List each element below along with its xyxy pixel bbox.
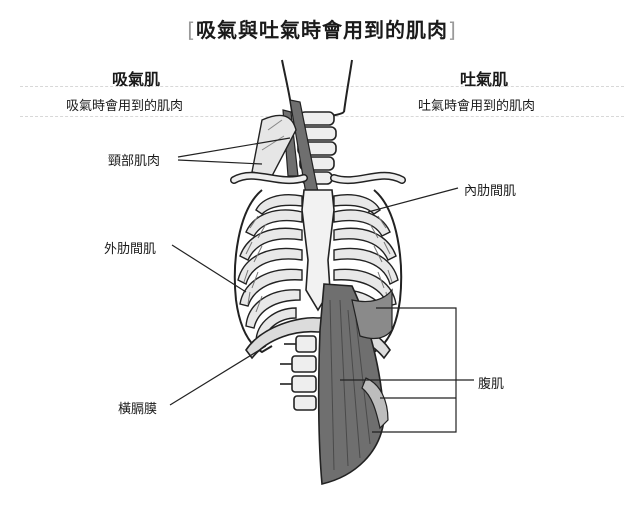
label-diaphragm: 橫膈膜 [118,402,158,417]
intercostal-muscles-left [243,215,267,313]
page-title: [吸氣與吐氣時會用到的肌肉] [0,14,644,43]
leader-lines [169,137,474,433]
exhale-heading: 吐氣肌 [460,70,509,89]
label-abdominals: 腹肌 [478,377,505,392]
ribs-left [237,194,303,343]
abdominal-side [361,377,389,430]
exhale-subheading: 吐氣時會用到的肌肉 [418,99,536,114]
abdominal-oblique [351,288,393,340]
label-neck-muscles: 頸部肌肉 [108,154,161,169]
title-bracket-close: ] [448,18,457,42]
lumbar-spine [280,335,317,411]
divider-top [20,86,624,87]
label-internal-intercostals: 內肋間肌 [464,184,517,199]
clavicle-left-fill [231,173,307,183]
title-bracket-open: [ [187,18,196,42]
neck-muscle-scalene [251,114,297,177]
inhale-subheading: 吸氣時會用到的肌肉 [66,99,184,114]
title-text: 吸氣與吐氣時會用到的肌肉 [196,18,448,42]
intercostal-muscles-right [369,215,393,305]
inhale-heading: 吸氣肌 [112,70,161,89]
label-external-intercostals: 外肋間肌 [104,242,157,257]
